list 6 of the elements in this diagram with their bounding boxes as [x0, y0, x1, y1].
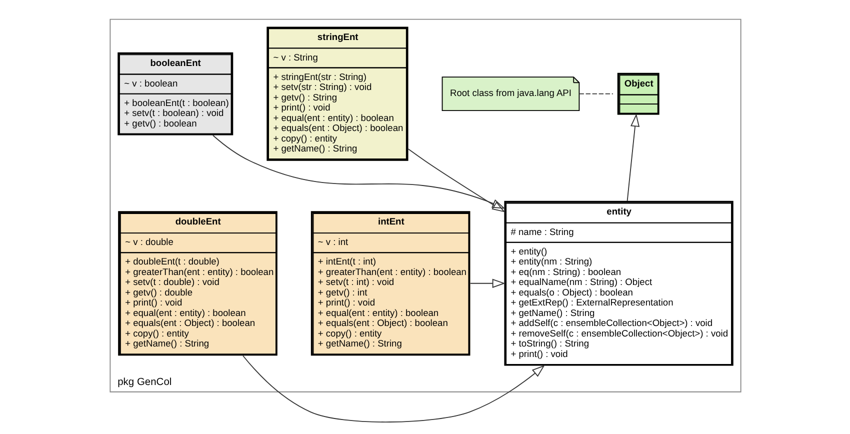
arrow	[469, 278, 505, 288]
arrow	[626, 114, 640, 202]
arrow	[242, 355, 544, 422]
arrow	[212, 134, 505, 209]
arrow	[407, 148, 505, 212]
connector	[578, 93, 613, 94]
